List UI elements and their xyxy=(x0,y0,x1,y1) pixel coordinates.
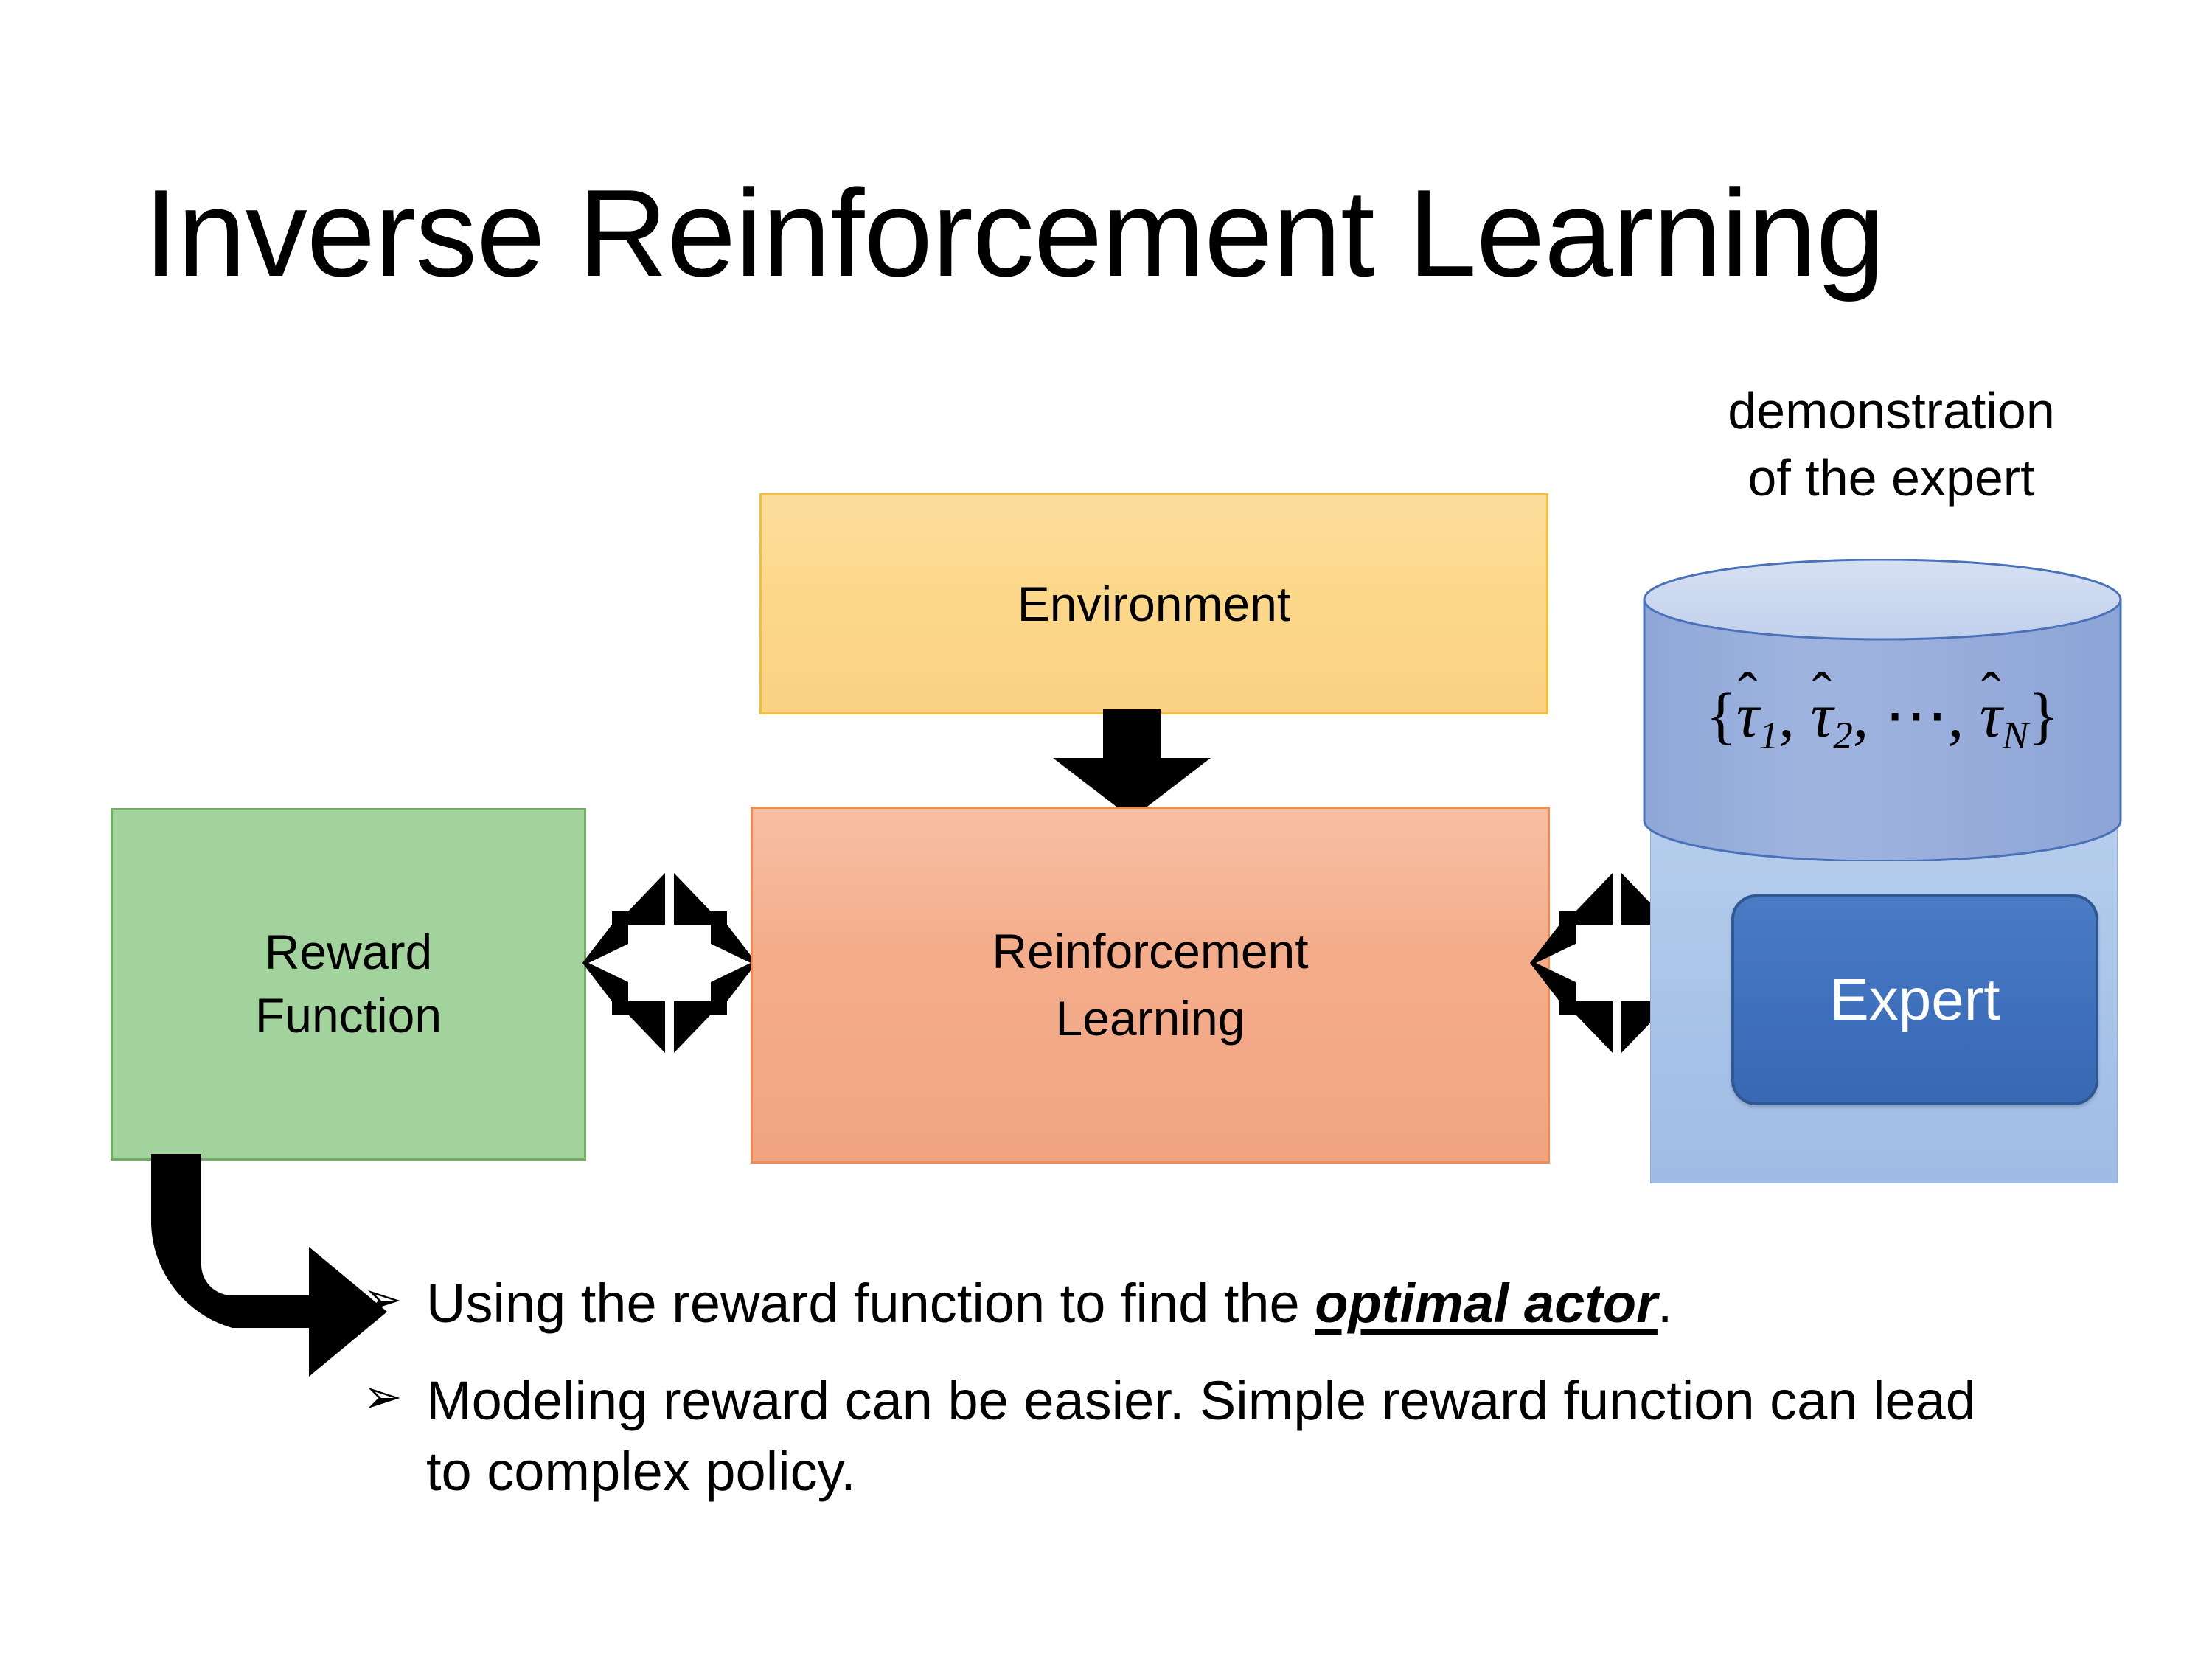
reinforcement-learning-label-line2: Learning xyxy=(1055,991,1245,1046)
bullet-text-after: . xyxy=(1657,1273,1673,1334)
bullet-arrow-icon: ➢ xyxy=(363,1273,403,1327)
trajectory-set-math: {̂τ1, ̂τ2, ⋯, ̂τN} xyxy=(1643,678,2122,758)
down-arrow-icon xyxy=(1047,709,1217,820)
bullet-arrow-icon: ➢ xyxy=(363,1370,403,1425)
math-subscript-2: 2 xyxy=(1833,712,1853,757)
math-comma-2: , xyxy=(1852,680,1869,751)
math-subscript-n: N xyxy=(2002,712,2029,757)
list-item: ➢ Modeling reward can be easier. Simple … xyxy=(363,1366,1985,1507)
demonstration-cylinder-icon xyxy=(1643,558,2122,863)
quad-arrow-icon-right xyxy=(1530,867,1707,1059)
environment-box: Environment xyxy=(759,493,1548,714)
reinforcement-learning-box: Reinforcement Learning xyxy=(751,807,1550,1164)
environment-box-label: Environment xyxy=(1017,577,1291,631)
bullet-text: Modeling reward can be easier. Simple re… xyxy=(426,1370,1976,1503)
bullet-text-before: Using the reward function to find the xyxy=(426,1273,1315,1334)
math-tau-glyph-2: τ xyxy=(1810,680,1834,751)
math-subscript-1: 1 xyxy=(1759,712,1779,757)
reward-function-label-line1: Reward xyxy=(264,925,433,980)
bullet-highlight: optimal actor xyxy=(1315,1273,1658,1334)
reward-function-box: Reward Function xyxy=(111,808,586,1161)
reinforcement-learning-label-line1: Reinforcement xyxy=(992,923,1309,978)
elbow-arrow-icon xyxy=(150,1154,417,1390)
math-tau-n: ̂τ xyxy=(1980,678,2003,752)
demonstration-label-line1: demonstration xyxy=(1728,382,2055,439)
math-comma-1: , xyxy=(1778,680,1795,751)
demonstration-label-line2: of the expert xyxy=(1747,449,2035,507)
math-comma-3: , xyxy=(1947,680,1964,751)
math-brace-close: } xyxy=(2028,680,2059,751)
bullet-list: ➢ Using the reward function to find the … xyxy=(363,1268,1985,1508)
quad-arrow-icon-left xyxy=(582,867,759,1059)
reward-function-label-line2: Function xyxy=(254,988,442,1043)
bullet-text: Using the reward function to find the op… xyxy=(426,1268,1985,1339)
math-ellipsis: ⋯ xyxy=(1884,680,1948,751)
math-tau-2: ̂τ xyxy=(1810,678,1833,752)
demonstration-label: demonstration of the expert xyxy=(1633,378,2149,512)
math-tau-glyph-1: τ xyxy=(1736,680,1759,751)
expert-box-label: Expert xyxy=(1829,967,2000,1032)
math-brace-open: { xyxy=(1705,680,1736,751)
list-item: ➢ Using the reward function to find the … xyxy=(363,1268,1985,1339)
math-tau-glyph-n: τ xyxy=(1979,680,2003,751)
page-title: Inverse Reinforcement Learning xyxy=(143,164,1885,302)
expert-box: Expert xyxy=(1731,894,2098,1105)
math-tau-1: ̂τ xyxy=(1736,678,1759,752)
